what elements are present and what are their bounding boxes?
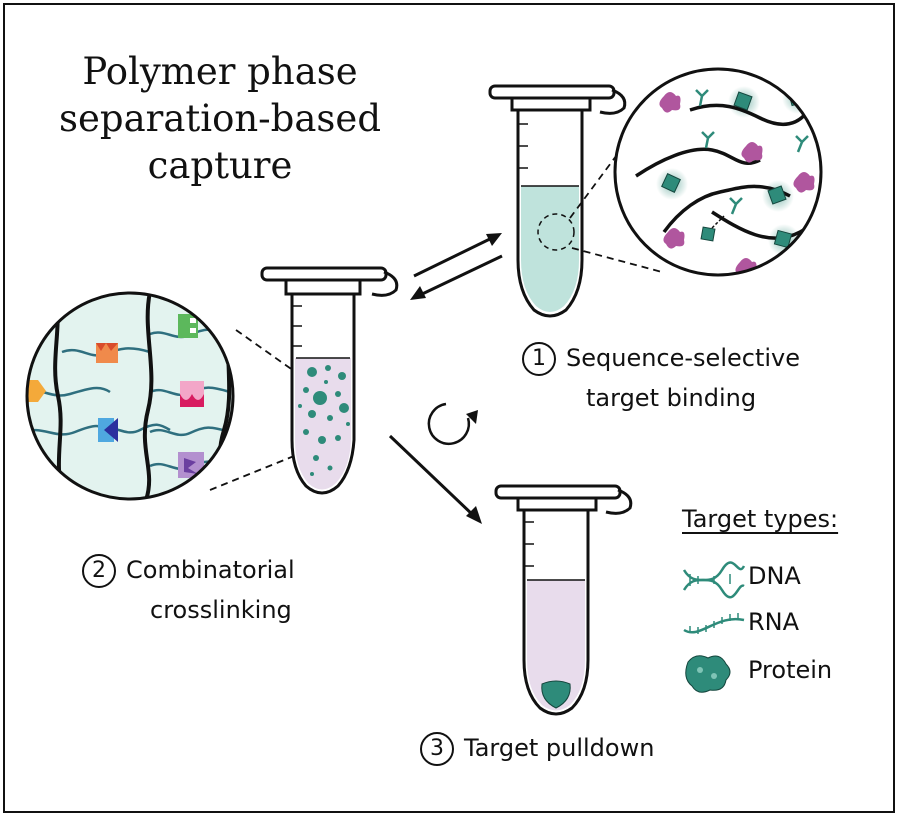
step-3-line-1: Target pulldown [464, 734, 655, 762]
step-1-line-2: target binding [586, 384, 757, 412]
tag-green [178, 314, 198, 338]
step-1-label: 1 Sequence-selective [522, 342, 800, 376]
step-1-line-1: Sequence-selective [566, 344, 800, 372]
step-2-label: 2 Combinatorial [82, 554, 295, 588]
step-2-number: 2 [82, 554, 116, 588]
dna-helix-icon [682, 561, 746, 599]
rna-strand-icon [683, 613, 745, 634]
step-1-number: 1 [522, 342, 556, 376]
equilibrium-arrows [410, 233, 503, 300]
binding-zoom-circle [613, 67, 823, 277]
tag-pink [180, 381, 204, 407]
title-line-2: separation-based [59, 97, 381, 140]
step-3-label: 3 Target pulldown [420, 732, 654, 766]
legend-item-rna: RNA [748, 608, 800, 636]
title-line-3: capture [147, 144, 293, 187]
tag-orange-red [96, 343, 118, 363]
legend-item-dna: DNA [748, 562, 801, 590]
pulldown-arrow [388, 434, 482, 524]
tag-blue [98, 418, 118, 442]
crosslink-zoom-circle [25, 291, 235, 501]
step-3-number: 3 [420, 732, 454, 766]
legend-title: Target types: [682, 505, 839, 533]
step-2-line-1: Combinatorial [126, 556, 295, 584]
tag-purple [178, 452, 204, 478]
tube-pulldown [494, 484, 633, 716]
tube-crosslinking [260, 266, 399, 495]
legend-item-protein: Protein [748, 656, 833, 684]
title-line-1: Polymer phase [82, 50, 358, 93]
tag-orange-left [27, 380, 46, 402]
protein-blob-icon [685, 655, 731, 693]
tube-binding [488, 84, 627, 318]
figure-title: Polymer phase separation-based capture [40, 48, 400, 189]
rotate-icon [427, 402, 478, 446]
step-2-line-2: crosslinking [150, 596, 292, 624]
